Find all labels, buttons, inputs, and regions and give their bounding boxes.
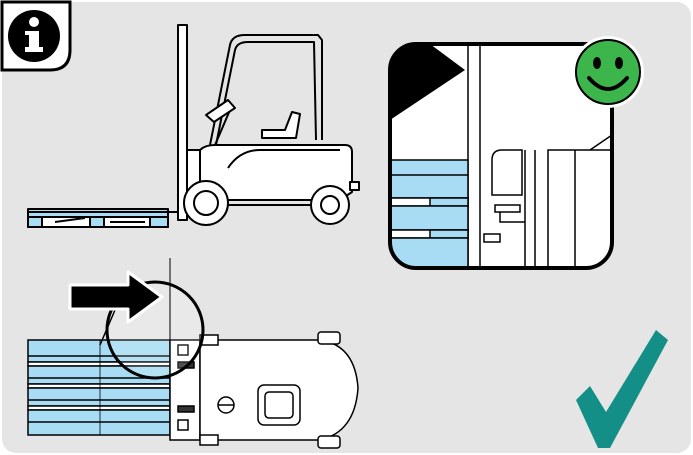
smiley-face-icon (572, 36, 644, 108)
info-icon (2, 2, 70, 70)
